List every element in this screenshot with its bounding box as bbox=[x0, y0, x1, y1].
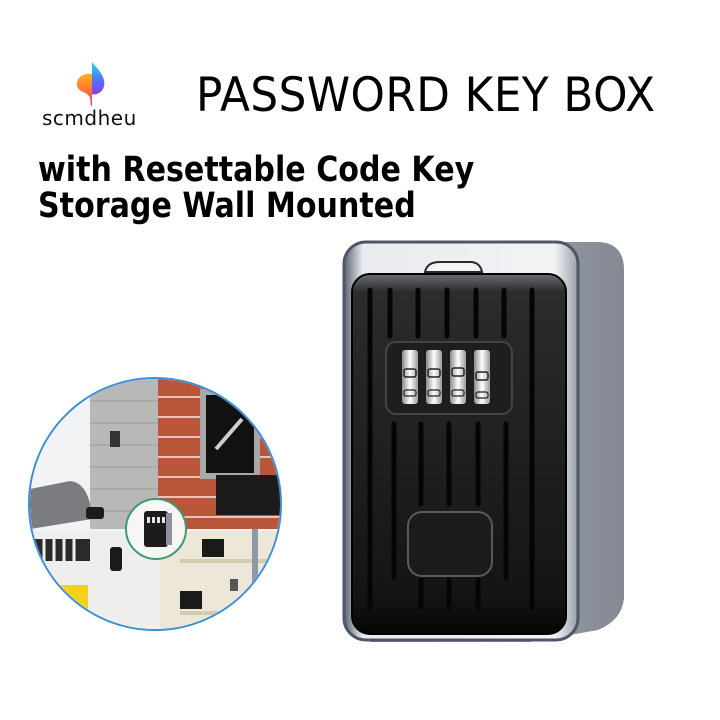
brand-name: scmdheu bbox=[42, 106, 137, 130]
subtitle-line-1: with Resettable Code Key bbox=[38, 150, 475, 190]
brand-logo-icon bbox=[68, 60, 116, 108]
lifestyle-image-circle bbox=[28, 377, 282, 631]
subtitle: with Resettable Code Key Storage Wall Mo… bbox=[38, 152, 474, 224]
product-image-key-box bbox=[330, 238, 630, 648]
page-title: PASSWORD KEY BOX bbox=[196, 68, 656, 123]
combination-dials bbox=[402, 350, 490, 404]
subtitle-line-2: Storage Wall Mounted bbox=[38, 186, 416, 226]
